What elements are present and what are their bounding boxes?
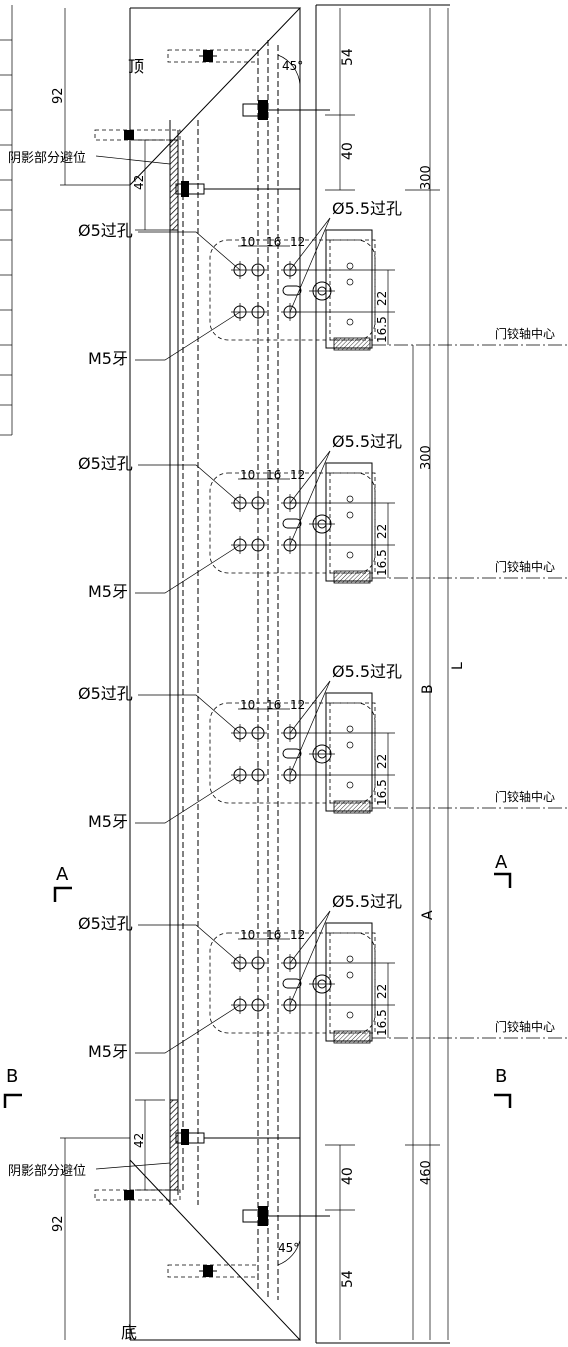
svg-text:A: A bbox=[495, 852, 508, 873]
dim-40-bottom: 40 bbox=[340, 1167, 356, 1185]
dim-L: L bbox=[450, 662, 466, 670]
svg-text:16: 16 bbox=[266, 235, 281, 249]
svg-text:A: A bbox=[56, 864, 69, 885]
svg-text:22: 22 bbox=[375, 754, 389, 769]
through-hole-5-label: Ø5过孔 bbox=[78, 221, 133, 240]
through-hole-5-label: Ø5过孔 bbox=[78, 684, 133, 703]
thread-m5-label: M5牙 bbox=[88, 349, 128, 368]
svg-text:10: 10 bbox=[240, 698, 255, 712]
thread-m5-label: M5牙 bbox=[88, 582, 128, 601]
svg-text:16: 16 bbox=[266, 928, 281, 942]
thread-m5-label: M5牙 bbox=[88, 812, 128, 831]
svg-text:16.5: 16.5 bbox=[375, 316, 389, 343]
svg-text:16.5: 16.5 bbox=[375, 779, 389, 806]
dim-92-top-group: 92 42 bbox=[51, 8, 175, 231]
svg-text:22: 22 bbox=[375, 984, 389, 999]
label-bottom: 底 bbox=[121, 1323, 137, 1342]
section-marker-a-right: A bbox=[494, 852, 512, 888]
frame-outline bbox=[129, 7, 302, 1341]
dim-92-top: 92 bbox=[51, 87, 66, 104]
thread-m5-label: M5牙 bbox=[88, 1042, 128, 1061]
hinge-center-label: 门铰轴中心 bbox=[495, 559, 555, 574]
label-top: 顶 bbox=[128, 57, 144, 76]
hinge-unit-4 bbox=[135, 910, 568, 1054]
dim-40-top: 40 bbox=[340, 142, 356, 160]
svg-text:16.5: 16.5 bbox=[375, 549, 389, 576]
dim-300-top: 300 bbox=[419, 165, 434, 190]
dim-B: B bbox=[420, 684, 436, 694]
dim-92-bottom: 92 bbox=[51, 1215, 66, 1232]
dim-42-top: 42 bbox=[132, 175, 146, 190]
dim-A: A bbox=[420, 910, 436, 920]
svg-text:B: B bbox=[6, 1066, 18, 1087]
section-marker-b-left: B bbox=[3, 1066, 22, 1108]
right-reference-lines bbox=[315, 4, 450, 1344]
hinge-center-label: 门铰轴中心 bbox=[495, 789, 555, 804]
dim-54-top: 54 bbox=[340, 48, 356, 66]
svg-text:45°: 45° bbox=[278, 1241, 299, 1255]
svg-text:16.5: 16.5 bbox=[375, 1009, 389, 1036]
hinge-center-label: 门铰轴中心 bbox=[495, 326, 555, 341]
section-marker-b-right: B bbox=[494, 1066, 512, 1108]
through-hole-5-5-label: Ø5.5过孔 bbox=[332, 892, 402, 911]
dim-460: 460 bbox=[419, 1160, 434, 1185]
through-hole-5-5-label: Ø5.5过孔 bbox=[332, 662, 402, 681]
hinge-center-label: 门铰轴中心 bbox=[495, 1019, 555, 1034]
dim-42-bottom: 42 bbox=[132, 1133, 146, 1148]
through-hole-5-5-label: Ø5.5过孔 bbox=[332, 432, 402, 451]
svg-text:45°: 45° bbox=[282, 59, 303, 73]
table-fragment bbox=[0, 5, 13, 436]
svg-text:10: 10 bbox=[240, 928, 255, 942]
svg-text:B: B bbox=[495, 1066, 507, 1087]
svg-text:12: 12 bbox=[290, 235, 305, 249]
angle-45-top: 45° bbox=[277, 54, 303, 86]
svg-text:阴影部分避位: 阴影部分避位 bbox=[8, 1164, 86, 1179]
svg-text:16: 16 bbox=[266, 698, 281, 712]
through-hole-5-label: Ø5过孔 bbox=[78, 454, 133, 473]
bottom-end-fittings bbox=[94, 1099, 330, 1278]
svg-text:10: 10 bbox=[240, 468, 255, 482]
through-hole-5-5-label: Ø5.5过孔 bbox=[332, 199, 402, 218]
svg-text:12: 12 bbox=[290, 468, 305, 482]
svg-text:16: 16 bbox=[266, 468, 281, 482]
section-marker-a-left: A bbox=[53, 864, 72, 902]
svg-text:阴影部分避位: 阴影部分避位 bbox=[8, 151, 86, 166]
hinge-units: 10 16 12 22 16.5 门铰轴中心 Ø5过孔 Ø5.5过孔 M5牙 10 16 12 22 16… bbox=[78, 199, 568, 1061]
dim-92-bottom-group: 92 42 bbox=[51, 1099, 175, 1340]
shadow-clearance-top: 阴影部分避位 bbox=[8, 151, 171, 166]
top-end-fittings bbox=[94, 49, 330, 231]
svg-text:22: 22 bbox=[375, 524, 389, 539]
svg-text:22: 22 bbox=[375, 291, 389, 306]
through-hole-5-label: Ø5过孔 bbox=[78, 914, 133, 933]
dim-300-mid: 300 bbox=[419, 445, 434, 470]
hinge-unit-2 bbox=[135, 450, 568, 594]
svg-text:12: 12 bbox=[290, 928, 305, 942]
angle-45-bottom: 45° bbox=[277, 1239, 301, 1266]
hinge-unit-1 bbox=[135, 217, 568, 361]
svg-text:12: 12 bbox=[290, 698, 305, 712]
svg-text:10: 10 bbox=[240, 235, 255, 249]
dim-54-bottom: 54 bbox=[340, 1270, 356, 1288]
hinge-unit-3 bbox=[135, 680, 568, 824]
shadow-clearance-bottom: 阴影部分避位 bbox=[8, 1162, 171, 1179]
